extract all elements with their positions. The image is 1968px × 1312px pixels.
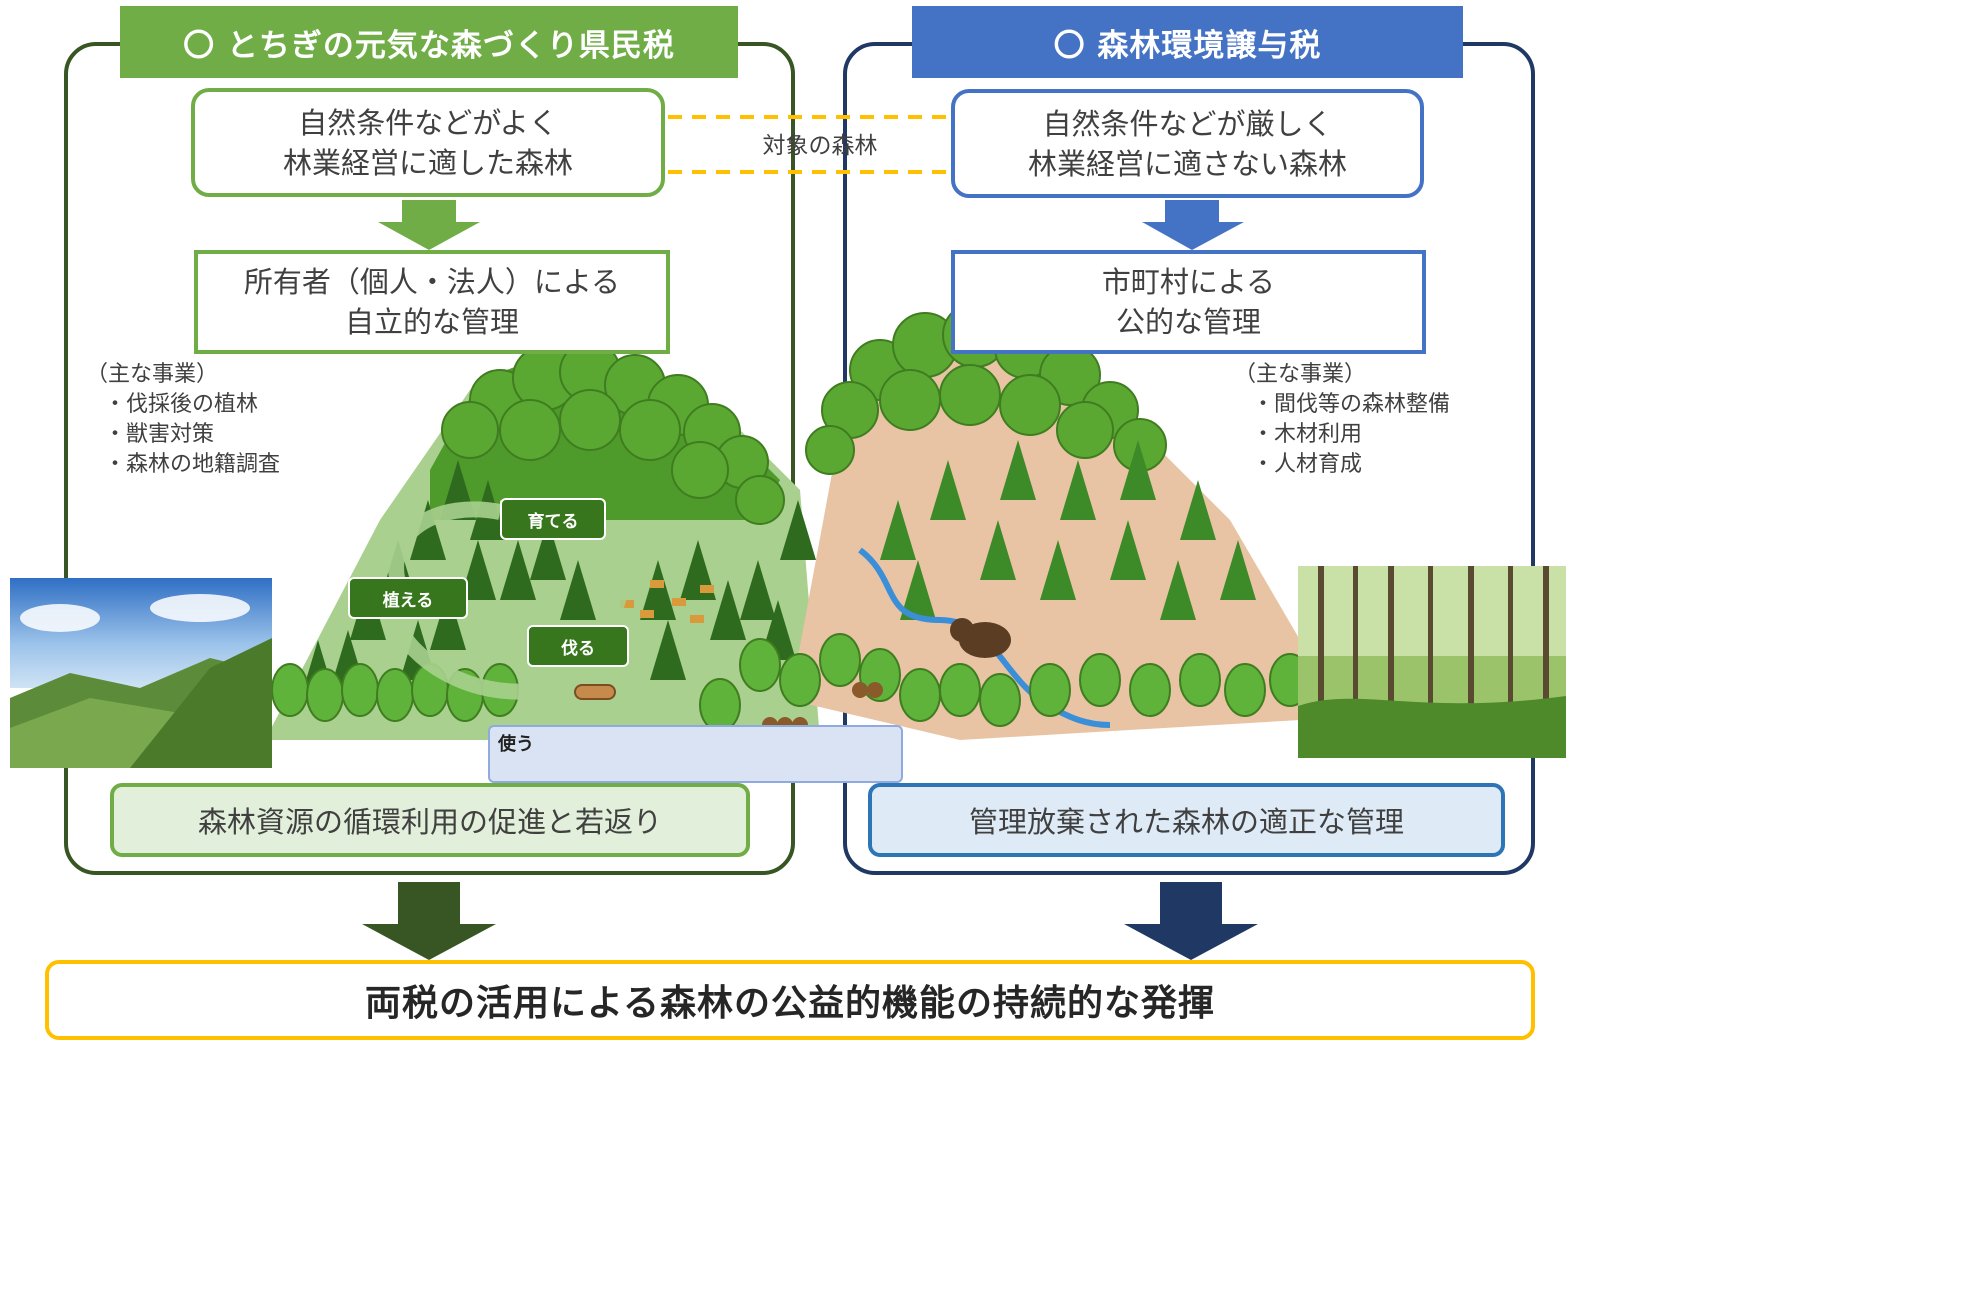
left-management-line2: 自立的な管理 (344, 305, 519, 339)
right-title: 〇 森林環境譲与税 (912, 6, 1463, 78)
cycle-cut-label: 伐る (527, 625, 629, 667)
right-works-list: （主な事業） ・間伐等の森林整備 ・木材利用 ・人材育成 (1234, 360, 1450, 480)
left-works-item: ・森林の地籍調査 (104, 452, 281, 477)
left-result-box: 森林資源の循環利用の促進と若返り (110, 783, 750, 857)
right-management-box: 市町村による 公的な管理 (951, 250, 1426, 354)
bear-figure (950, 618, 1011, 658)
right-result-box: 管理放棄された森林の適正な管理 (868, 783, 1505, 857)
right-forest-photo (1298, 566, 1566, 758)
right-small-down-arrow (1142, 200, 1244, 250)
use-area-box (488, 725, 903, 783)
left-works-list: （主な事業） ・伐採後の植林 ・獣害対策 ・森林の地籍調査 (86, 360, 280, 480)
right-big-down-arrow (1124, 882, 1258, 960)
left-forest-photo (10, 578, 272, 768)
left-title: 〇 とちぎの元気な森づくり県民税 (120, 6, 738, 78)
forest-illustration (265, 115, 1311, 960)
left-works-item: ・伐採後の植林 (104, 392, 259, 417)
left-condition-line2: 林業経営に適した森林 (282, 145, 573, 180)
left-works-heading: （主な事業） (86, 362, 219, 387)
left-mountain (265, 341, 820, 740)
target-forest-label: 対象の森林 (762, 133, 878, 159)
cycle-grow-label: 育てる (500, 498, 606, 540)
left-condition-box: 自然条件などがよく 林業経営に適した森林 (191, 88, 665, 197)
right-works-heading: （主な事業） (1234, 362, 1367, 387)
left-management-box: 所有者（個人・法人）による 自立的な管理 (194, 250, 670, 354)
left-condition-line1: 自然条件などがよく (298, 105, 558, 140)
final-conclusion-box: 両税の活用による森林の公益的機能の持続的な発揮 (45, 960, 1535, 1040)
right-condition-box: 自然条件などが厳しく 林業経営に適さない森林 (951, 89, 1424, 198)
right-management-line1: 市町村による (1101, 265, 1276, 299)
left-big-down-arrow (362, 882, 496, 960)
left-works-item: ・獣害対策 (104, 422, 215, 447)
cycle-use-label: 使う (498, 734, 534, 755)
right-condition-line1: 自然条件などが厳しく (1042, 106, 1333, 141)
right-works-item: ・木材利用 (1252, 422, 1363, 447)
left-management-line1: 所有者（個人・法人）による (243, 265, 621, 299)
right-management-line2: 公的な管理 (1115, 305, 1261, 339)
left-small-down-arrow (378, 200, 480, 250)
right-condition-line2: 林業経営に適さない森林 (1027, 146, 1347, 181)
cycle-plant-label: 植える (348, 577, 468, 619)
right-works-item: ・人材育成 (1252, 452, 1363, 477)
right-works-item: ・間伐等の森林整備 (1252, 392, 1451, 417)
